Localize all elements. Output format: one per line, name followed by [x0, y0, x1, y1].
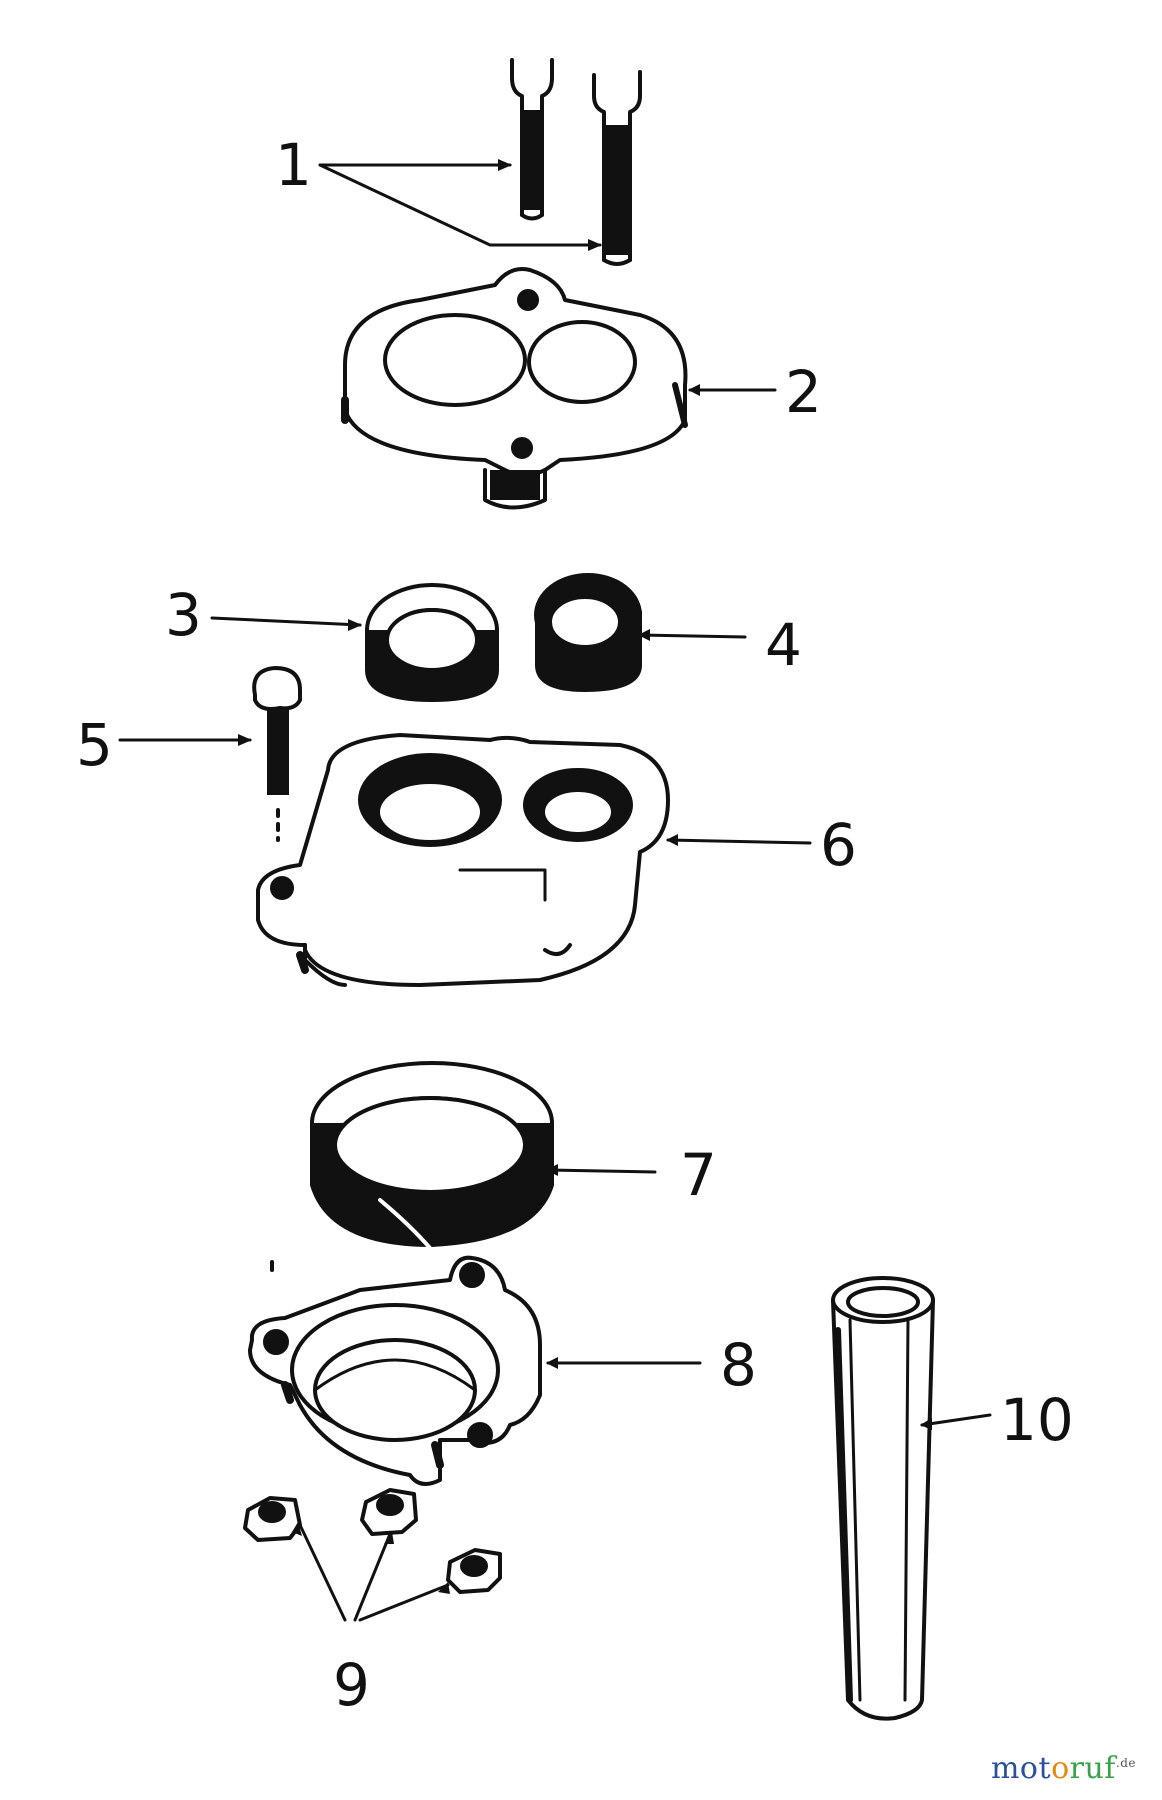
- callout-labels: 1 2 3 4 5 6 7 8 9 10: [76, 131, 1074, 1719]
- part-8-bottom-flange: [248, 1255, 542, 1486]
- callout-7: 7: [680, 1141, 717, 1209]
- part-5-bolt: [252, 666, 302, 842]
- part-3-large-ring: [365, 583, 499, 702]
- part-1-pins: [510, 58, 642, 266]
- watermark-part-2: o: [1051, 1751, 1070, 1786]
- part-10-tube: [831, 1276, 935, 1721]
- part-4-small-ring: [534, 573, 642, 692]
- motoruf-watermark: motoruf.de: [991, 1751, 1136, 1786]
- callout-5: 5: [76, 711, 113, 779]
- callout-1: 1: [275, 131, 312, 199]
- callout-3: 3: [165, 581, 202, 649]
- watermark-part-1: mot: [990, 1751, 1052, 1786]
- callout-9: 9: [333, 1651, 370, 1719]
- leader-lines: [118, 163, 992, 1622]
- watermark-suffix: .de: [1115, 1756, 1136, 1770]
- part-9-nuts: [243, 1260, 502, 1594]
- part-6-pump-body: [256, 733, 670, 987]
- callout-4: 4: [765, 611, 802, 679]
- watermark-part-3: ruf: [1069, 1751, 1116, 1786]
- part-2-top-plate: [341, 267, 688, 510]
- callout-2: 2: [785, 358, 822, 426]
- arrowheads: [238, 159, 932, 1594]
- part-7-ring: [310, 1061, 554, 1250]
- callout-10: 10: [1000, 1386, 1074, 1454]
- callout-8: 8: [720, 1331, 757, 1399]
- callout-6: 6: [820, 811, 857, 879]
